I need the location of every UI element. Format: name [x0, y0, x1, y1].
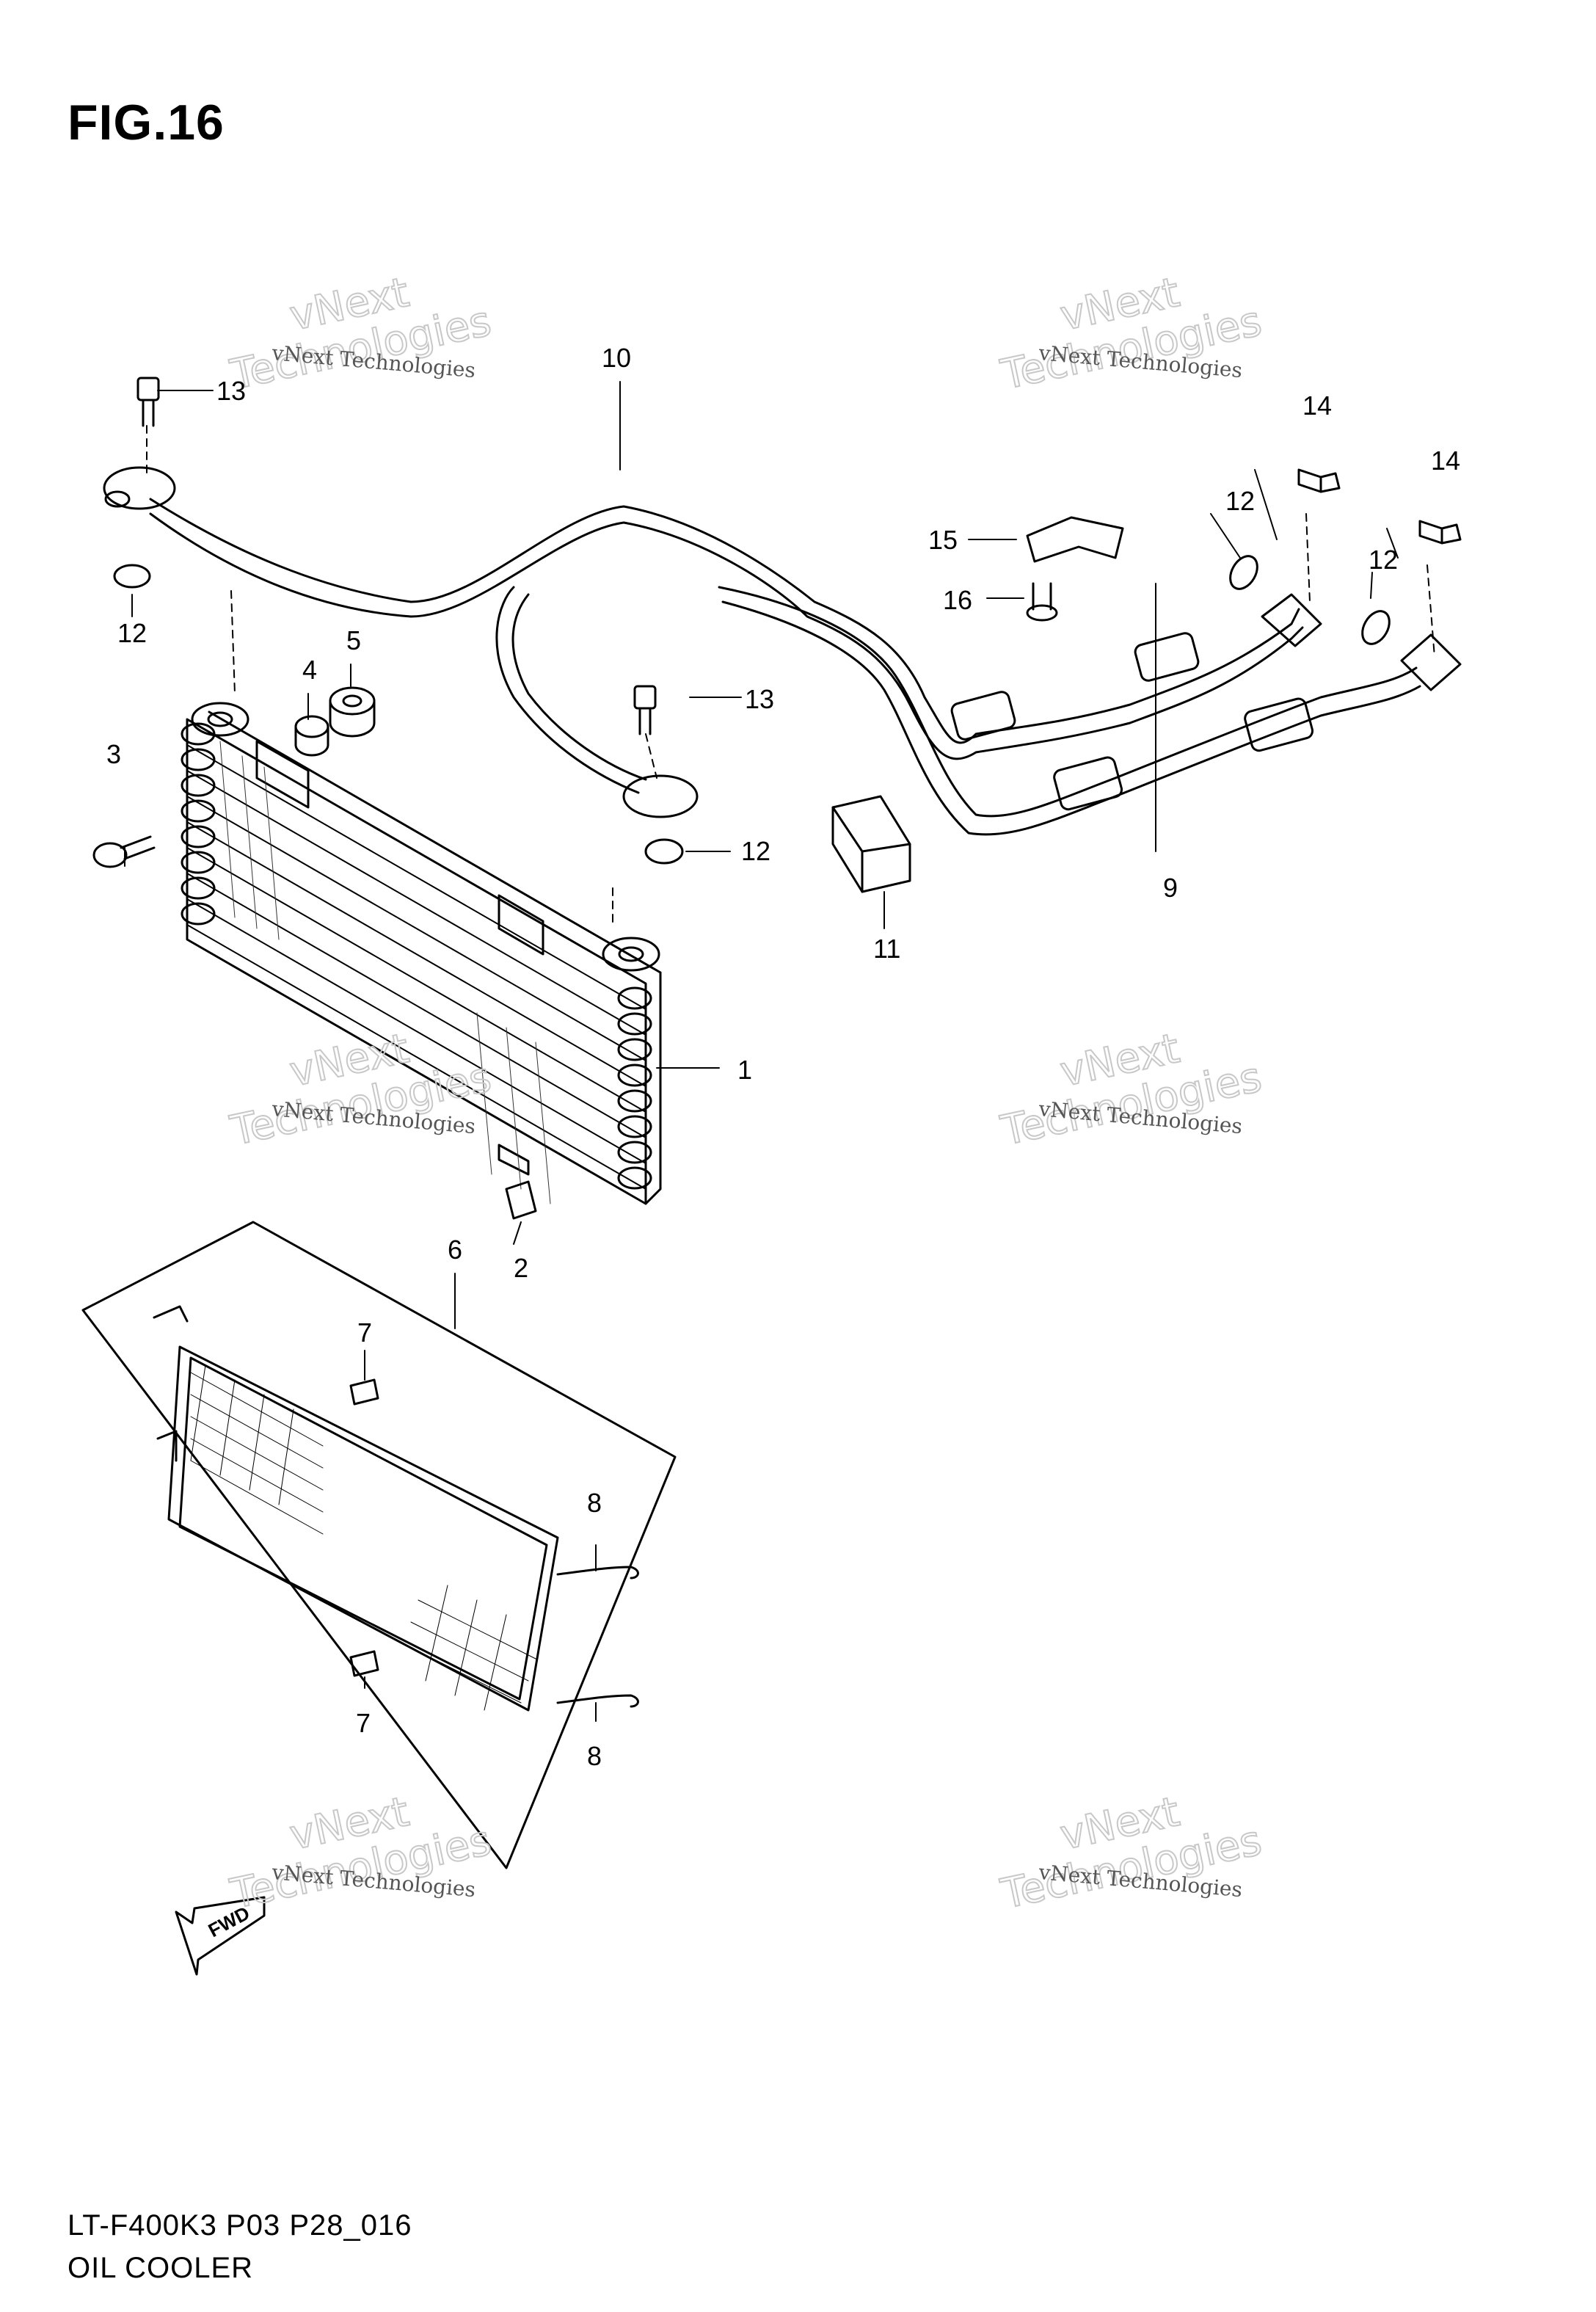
fwd-arrow-icon [175, 1896, 266, 1976]
callout-12-right-b: 12 [1369, 545, 1398, 575]
spring-8-lower [556, 1694, 639, 1708]
callout-8-lower: 8 [587, 1741, 602, 1771]
callout-11: 11 [873, 934, 900, 964]
callout-4: 4 [302, 655, 317, 685]
callout-6: 6 [448, 1235, 462, 1265]
callout-13-left: 13 [216, 376, 246, 406]
callout-16: 16 [943, 585, 972, 615]
oil-cooler-1 [181, 702, 662, 1205]
collar-4 [294, 715, 329, 757]
callout-group: 1 2 3 4 5 6 7 7 8 8 9 10 11 12 12 12 12 … [106, 343, 1460, 1771]
bolt-13-center [622, 685, 699, 818]
callout-13-center: 13 [745, 684, 774, 714]
callout-12-left: 12 [117, 618, 147, 648]
callout-14-right: 14 [1431, 446, 1460, 476]
mount-rubber-11 [831, 795, 911, 893]
cushion-2 [505, 1180, 537, 1220]
bolt-14-right [1418, 520, 1462, 545]
o-ring-12-right-b [1361, 610, 1391, 645]
callout-7-upper: 7 [357, 1317, 372, 1348]
callout-9: 9 [1163, 873, 1178, 903]
figure-title: FIG.16 [68, 95, 225, 150]
bolt-13-left [136, 377, 160, 427]
clamp-15 [1026, 516, 1124, 563]
callout-15: 15 [928, 525, 958, 555]
spring-8-upper [556, 1566, 639, 1579]
callout-8-upper: 8 [587, 1488, 602, 1518]
footer-section-name: OIL COOLER [68, 2252, 254, 2284]
cushion-5 [329, 686, 376, 738]
oil-line-10 [103, 466, 1322, 794]
oil-line-9 [718, 586, 1462, 836]
clip-7-upper [349, 1378, 379, 1406]
callout-5: 5 [346, 625, 361, 655]
callout-12-right-a: 12 [1225, 486, 1255, 516]
callout-10: 10 [602, 343, 631, 373]
clip-7-lower [349, 1650, 379, 1677]
callout-12-center: 12 [741, 836, 770, 866]
callout-14-left: 14 [1302, 390, 1332, 421]
o-ring-12-left [113, 564, 151, 589]
callout-1: 1 [737, 1055, 752, 1085]
bolt-3 [92, 835, 156, 868]
callout-3: 3 [106, 739, 121, 769]
footer-model-code: LT-F400K3 P03 P28_016 [68, 2209, 412, 2242]
callout-2: 2 [514, 1253, 528, 1283]
bolt-16 [1026, 582, 1058, 622]
callout-7-lower: 7 [356, 1708, 371, 1738]
o-ring-12-right-a [1229, 555, 1258, 590]
watermark-group: vNext Technologies vNext Technologies vN… [225, 268, 1266, 1919]
o-ring-12-center [644, 838, 684, 865]
bolt-14-left [1297, 468, 1341, 493]
oil-cooler-guard-6 [81, 1221, 677, 1869]
